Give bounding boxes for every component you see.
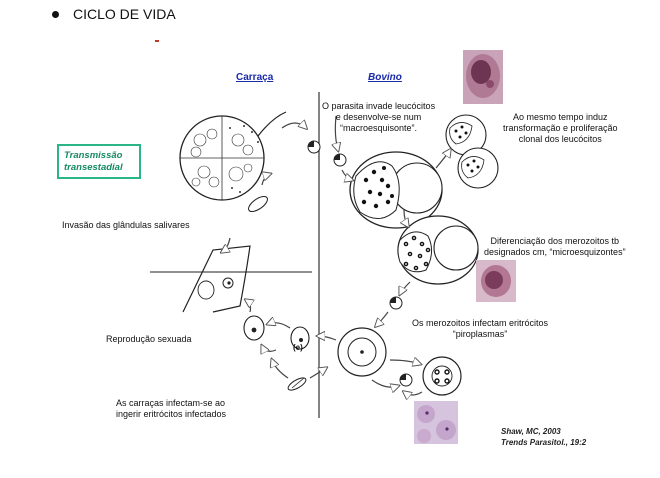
label-transformation: Ao mesmo tempo induz transformação e pro…	[503, 112, 618, 145]
label-ticks-infect: As carraças infectam-se ao ingerir eritr…	[116, 398, 226, 420]
dividing-cells	[445, 114, 499, 189]
label-transformation-line-1: Ao mesmo tempo induz	[513, 112, 608, 122]
transmission-line-2: transestadial	[64, 161, 123, 173]
label-stage-e: (e)	[293, 343, 303, 352]
label-parasite-invades-line-3: “macroesquisonte”.	[340, 123, 418, 133]
micrograph-microschizont	[476, 260, 516, 302]
label-merozoites-infect-line-1: Os merozoitos infectam eritrócitos	[412, 318, 549, 328]
transmission-line-1: Transmissão	[64, 149, 123, 161]
label-merozoites-diff-line-1: Diferenciação dos merozoitos tb	[490, 236, 620, 246]
label-ticks-infect-line-1: As carraças infectam-se ao	[116, 398, 226, 408]
citation-line-1: Shaw, MC, 2003	[501, 427, 561, 436]
label-merozoites-diff-line-2: designados cm, “microesquizontes”	[484, 247, 626, 257]
slide-title-text: CICLO DE VIDA	[73, 6, 176, 22]
label-transformation-line-3: clonal dos leucócitos	[518, 134, 602, 144]
label-reproduction: Reprodução sexuada	[106, 334, 192, 344]
label-ticks-infect-line-2: ingerir eritrócitos infectados	[116, 409, 227, 419]
slide-title: CICLO DE VIDA	[52, 6, 176, 22]
piroplasm-cell	[422, 356, 462, 396]
micrograph-erythrocytes	[414, 401, 458, 444]
citation-line-2: Trends Parasitol., 19:2	[501, 438, 587, 447]
transmission-box: Transmissão transestadial	[57, 144, 141, 179]
label-parasite-invades-line-2: e desenvolve-se num	[335, 112, 422, 122]
label-parasite-invades: O parasita invade leucócitos e desenvolv…	[322, 101, 435, 134]
header-tick: Carraça	[236, 72, 274, 83]
header-bovine: Bovino	[368, 72, 402, 83]
tick-gut-illustration	[150, 245, 312, 313]
label-merozoites-infect-line-2: “piroplasmas”	[452, 329, 508, 339]
microschizont-cell	[397, 215, 479, 285]
salivary-gland-illustration	[179, 111, 287, 201]
label-invasion: Invasão das glândulas salivares	[62, 220, 190, 230]
citation: Shaw, MC, 2003 Trends Parasitol., 19:2	[501, 426, 586, 448]
label-merozoites-infect: Os merozoitos infectam eritrócitos “piro…	[412, 318, 548, 340]
macroschizont-cell	[349, 151, 443, 229]
red-mark	[155, 40, 159, 42]
bullet-icon	[52, 10, 59, 18]
label-merozoites-diff: Diferenciação dos merozoitos tb designad…	[484, 236, 626, 258]
label-parasite-invades-line-1: O parasita invade leucócitos	[322, 101, 436, 111]
label-transformation-line-2: transformação e proliferação	[503, 123, 618, 133]
micrograph-leucocyte	[463, 50, 503, 104]
erythrocyte-cell	[337, 327, 387, 377]
